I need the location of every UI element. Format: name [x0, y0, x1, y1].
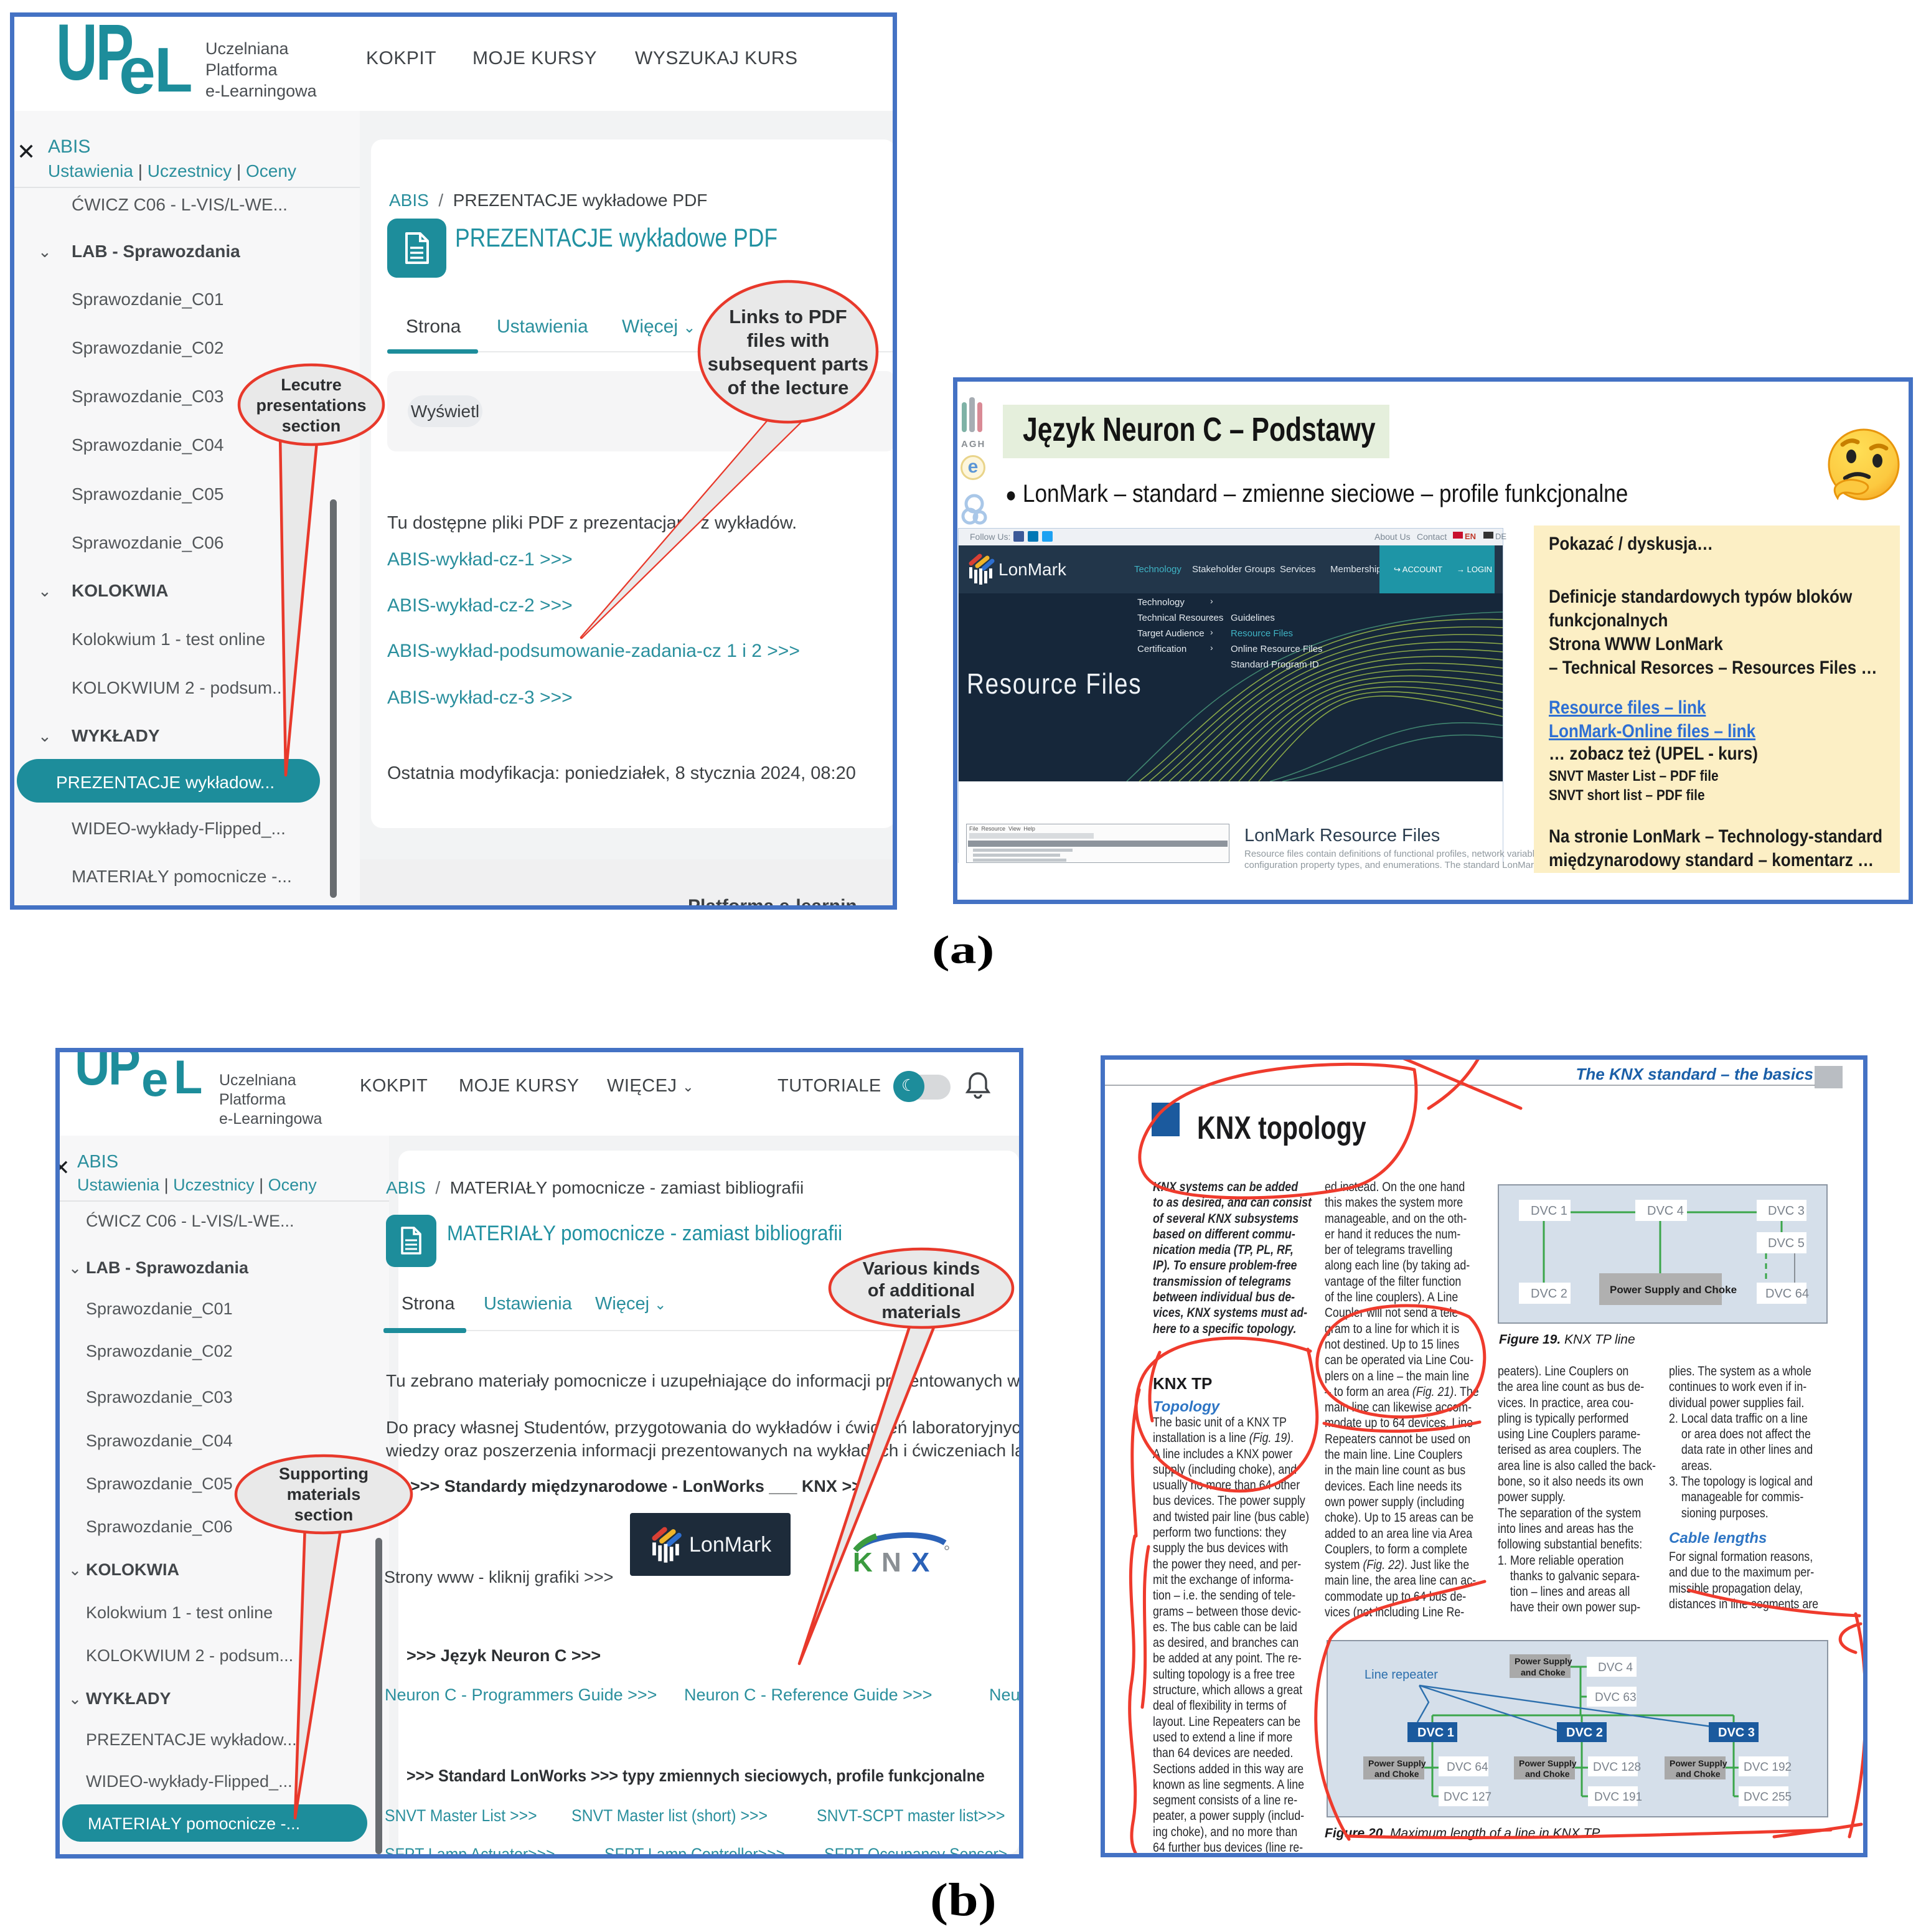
- svg-text:Power Supply and Choke: Power Supply and Choke: [1610, 1284, 1737, 1296]
- svg-text:and Choke: and Choke: [1521, 1667, 1566, 1677]
- svg-text:DVC 4: DVC 4: [1647, 1204, 1684, 1218]
- svg-text:DVC 191: DVC 191: [1594, 1791, 1642, 1804]
- svg-text:DVC 63: DVC 63: [1595, 1691, 1637, 1704]
- svg-text:DVC 127: DVC 127: [1444, 1791, 1491, 1804]
- svg-text:DVC 1: DVC 1: [1417, 1726, 1454, 1740]
- svg-text:DVC 1: DVC 1: [1531, 1204, 1567, 1218]
- svg-text:DVC 2: DVC 2: [1531, 1287, 1567, 1301]
- svg-text:Line repeater: Line repeater: [1365, 1668, 1438, 1682]
- svg-text:DVC 3: DVC 3: [1718, 1726, 1755, 1740]
- svg-text:X: X: [911, 1547, 929, 1575]
- svg-text:DVC 3: DVC 3: [1768, 1204, 1805, 1218]
- svg-text:and Choke: and Choke: [1676, 1769, 1721, 1779]
- svg-text:and Choke: and Choke: [1374, 1769, 1419, 1779]
- svg-text:DVC 64: DVC 64: [1765, 1287, 1809, 1301]
- svg-text:Power Supply: Power Supply: [1519, 1758, 1577, 1768]
- svg-text:K: K: [853, 1547, 873, 1575]
- svg-text:and Choke: and Choke: [1525, 1769, 1570, 1779]
- svg-text:AGH: AGH: [961, 439, 985, 450]
- svg-text:N: N: [881, 1547, 901, 1575]
- svg-text:DVC 255: DVC 255: [1744, 1791, 1792, 1804]
- svg-text:DVC 64: DVC 64: [1447, 1761, 1488, 1774]
- svg-text:Power Supply: Power Supply: [1368, 1758, 1426, 1768]
- svg-text:DVC 2: DVC 2: [1566, 1726, 1603, 1740]
- svg-text:DVC 4: DVC 4: [1598, 1661, 1633, 1674]
- svg-text:DVC 192: DVC 192: [1744, 1761, 1792, 1774]
- svg-text:DVC 128: DVC 128: [1593, 1761, 1641, 1774]
- svg-text:DVC 5: DVC 5: [1768, 1237, 1805, 1250]
- svg-text:Power Supply: Power Supply: [1670, 1758, 1727, 1768]
- svg-text:Power Supply: Power Supply: [1515, 1656, 1572, 1666]
